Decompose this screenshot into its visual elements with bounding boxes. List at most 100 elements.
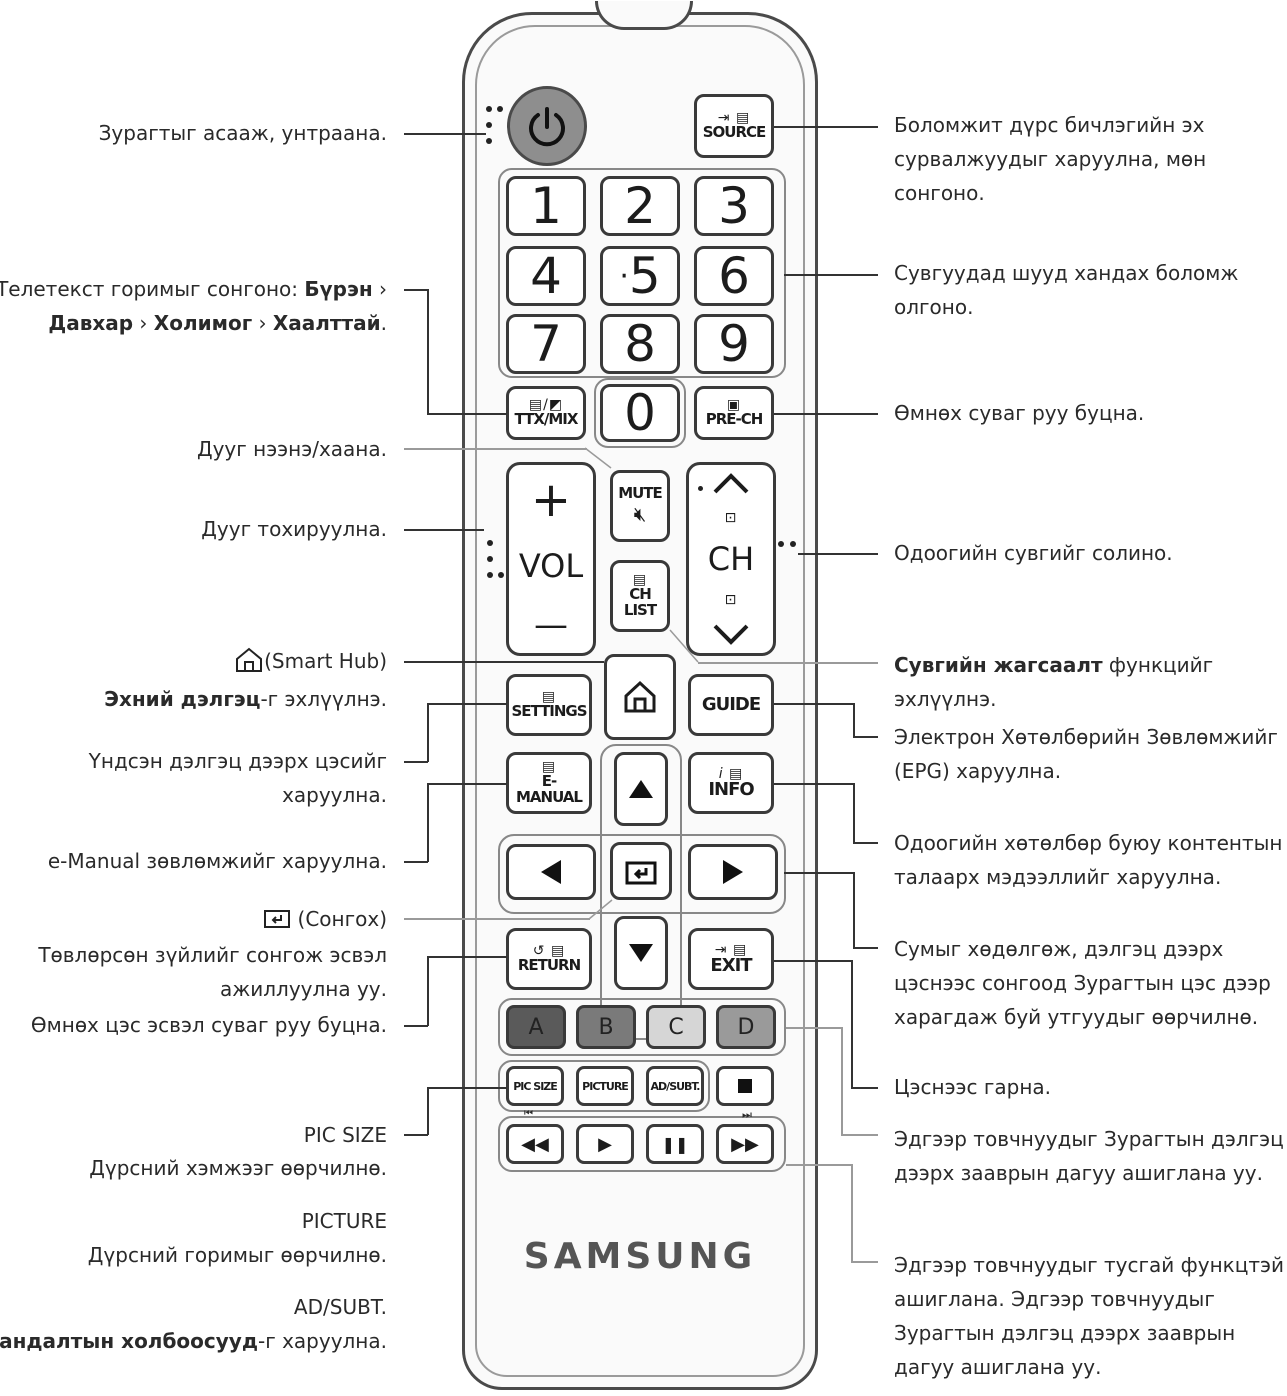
leader-nav (853, 947, 878, 949)
guide-button[interactable]: GUIDE (688, 674, 774, 736)
up-arrow-button[interactable] (614, 752, 668, 826)
down-arrow-icon (629, 944, 653, 962)
leader-numbers (784, 274, 878, 276)
vol-dots (487, 540, 493, 546)
stop-button[interactable] (716, 1066, 774, 1106)
ch-list-button[interactable]: ▤ CH LIST (610, 560, 670, 632)
pic-size-button[interactable]: PIC SIZE (506, 1066, 564, 1106)
power-dots (486, 138, 492, 144)
vol-up-icon[interactable]: + (530, 472, 572, 529)
fast-forward-button[interactable]: ▶▶ (716, 1124, 774, 1164)
color-c-button[interactable]: C (646, 1005, 706, 1049)
channel-rocker[interactable]: ⊡ CH ⊡ (686, 462, 776, 656)
leader-info (853, 783, 855, 843)
source-icon: ⇥ ▤ (717, 110, 751, 127)
power-dots (497, 106, 503, 112)
right-arrow-button[interactable] (688, 844, 778, 900)
play-icon: ▶ (598, 1133, 612, 1155)
ann-adsubt-title: AD/SUBT. (293, 1295, 387, 1319)
nav-group-horizontal (498, 834, 786, 914)
pause-button[interactable]: ❚❚ (646, 1124, 704, 1164)
stop-icon (738, 1079, 752, 1093)
ch-up-icon[interactable] (711, 472, 751, 496)
digit-2-button[interactable]: 2 (600, 176, 680, 236)
leader-select (404, 918, 590, 920)
power-button[interactable] (507, 86, 587, 166)
digit-9-button[interactable]: 9 (694, 314, 774, 374)
leader-smarthub (404, 661, 604, 663)
leader-teletext (427, 413, 507, 415)
up-arrow-icon (629, 780, 653, 798)
vol-down-icon[interactable]: — (534, 604, 568, 645)
digit-3-button[interactable]: 3 (694, 176, 774, 236)
ann-picture-desc: Дүрсний горимыг өөрчилнө. (87, 1243, 387, 1267)
ann-volume: Дууг тохируулна. (201, 517, 387, 541)
brand-logo: SAMSUNG (523, 1236, 757, 1277)
ad-subt-button[interactable]: AD/SUBT. (646, 1066, 704, 1106)
volume-rocker[interactable]: + VOL — (506, 462, 596, 656)
digit-7-button[interactable]: 7 (506, 314, 586, 374)
digit-4-button[interactable]: 4 (506, 246, 586, 306)
ann-power: Зурагтыг асааж, унтраана. (98, 121, 387, 145)
ann-smarthub: (Smart Hub) (234, 644, 387, 678)
home-icon (624, 680, 656, 713)
e-manual-button[interactable]: ▤ E-MANUAL (506, 752, 592, 814)
leader-settings (427, 703, 429, 762)
leader-color (786, 1027, 842, 1029)
ann-emanual: e-Manual зөвлөмжийг харуулна. (47, 849, 387, 873)
ann-guide: Электрон Хөтөлбөрийн Зөвлөмжийг(EPG) хар… (894, 725, 1278, 783)
right-arrow-icon (723, 860, 743, 884)
ann-adsubt-desc: Хандалтын холбоосууд-г харуулна. (0, 1329, 387, 1353)
digit-5-button[interactable]: ·5 (600, 246, 680, 306)
ch-up-sub-icon: ⊡ (724, 510, 738, 527)
leader-prech (774, 413, 878, 415)
color-a-button[interactable]: A (506, 1005, 566, 1049)
ann-picture-title: PICTURE (301, 1209, 387, 1233)
color-d-button[interactable]: D (716, 1005, 776, 1049)
select-icon (264, 910, 291, 928)
pause-icon: ❚❚ (661, 1134, 689, 1154)
source-button[interactable]: ⇥ ▤ SOURCE (694, 94, 774, 158)
digit-1-button[interactable]: 1 (506, 176, 586, 236)
tactile-dot-icon: · (619, 258, 629, 294)
leader-media (851, 1261, 878, 1263)
power-dots (486, 122, 492, 128)
down-arrow-button[interactable] (614, 916, 668, 990)
rewind-icon: ◀◀ (521, 1133, 549, 1155)
info-button[interactable]: i ▤ INFO (688, 752, 774, 814)
leader-power (404, 133, 486, 135)
exit-button[interactable]: ⇥ ▤ EXIT (688, 928, 774, 990)
return-button[interactable]: ↺ ▤ RETURN (506, 928, 592, 990)
rewind-button[interactable]: ◀◀ (506, 1124, 564, 1164)
leader-exit (851, 960, 853, 1088)
leader-guide (853, 736, 878, 738)
picture-button[interactable]: PICTURE (576, 1066, 634, 1106)
mute-button[interactable]: MUTE 🔇︎ (610, 470, 670, 542)
digit-6-button[interactable]: 6 (694, 246, 774, 306)
leader-nav (784, 872, 854, 874)
teletext-icon: ▤/◩ (528, 397, 564, 414)
select-button[interactable] (610, 842, 672, 900)
ann-mute: Дууг нээнэ/хаана. (196, 437, 387, 461)
color-b-button[interactable]: B (576, 1005, 636, 1049)
vol-dots (498, 572, 504, 578)
home-button[interactable] (604, 654, 676, 740)
exit-icon: ⇥ ▤ (714, 941, 748, 958)
left-arrow-button[interactable] (506, 844, 596, 900)
ttx-mix-button[interactable]: ▤/◩ TTX/MIX (506, 386, 586, 440)
info-icon: i ▤ (718, 765, 744, 782)
digit-0-button[interactable]: 0 (600, 384, 680, 442)
settings-button[interactable]: ▤ SETTINGS (506, 674, 592, 736)
return-icon: ↺ ▤ (532, 943, 566, 960)
digit-8-button[interactable]: 8 (600, 314, 680, 374)
pre-ch-button[interactable]: ▣ PRE-CH (694, 386, 774, 440)
ann-channel: Одоогийн сувгийг солино. (894, 541, 1173, 565)
play-button[interactable]: ▶ (576, 1124, 634, 1164)
leader-emanual (427, 783, 507, 785)
ch-down-icon[interactable] (711, 622, 751, 646)
left-arrow-icon (541, 860, 561, 884)
